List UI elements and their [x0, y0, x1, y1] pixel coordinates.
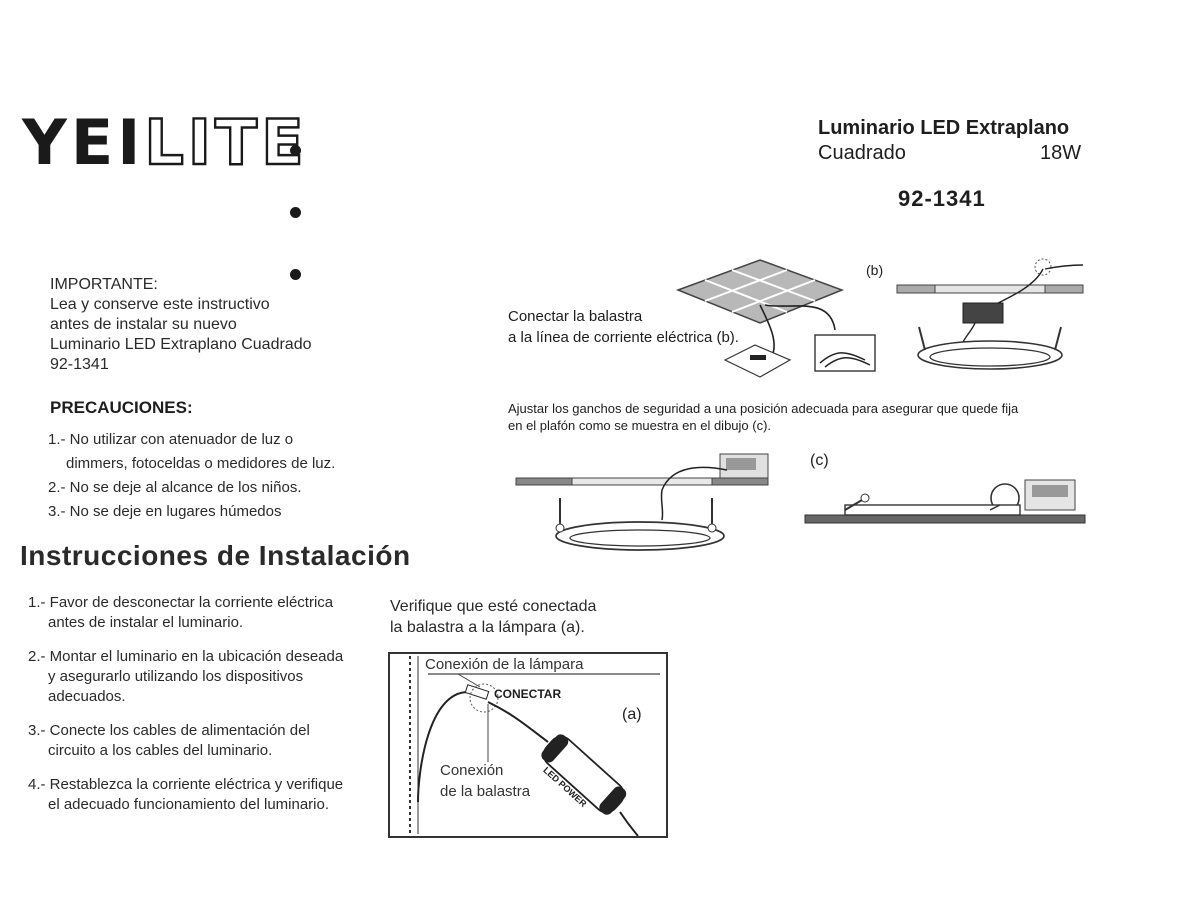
step-b-text: Conectar la balastra a la línea de corri… — [508, 306, 739, 348]
product-name: Luminario LED Extraplano — [818, 117, 1070, 139]
step-c-line: en el plafón como se muestra en el dibuj… — [508, 418, 772, 433]
ballast-connection-line: Conexión — [440, 762, 504, 779]
instruction-line: circuito a los cables del luminario. — [48, 742, 273, 759]
ceiling-grid-illustration — [675, 259, 876, 378]
figure-a-label: (a) — [622, 706, 642, 723]
product-wattage: 18W — [1040, 142, 1082, 164]
logo-yei: YEI — [22, 106, 145, 179]
step-c-line: Ajustar los ganchos de seguridad a una p… — [508, 401, 1019, 416]
lamp-connection-label: Conexión de la lámpara — [425, 656, 584, 673]
instructions-list: 1.- Favor de desconectar la corriente el… — [28, 593, 343, 829]
step-c-text: Ajustar los ganchos de seguridad a una p… — [508, 400, 1018, 434]
figure-c-label: (c) — [810, 452, 829, 469]
precaution-item: 2.- No se deje al alcance de los niños. — [48, 479, 302, 496]
step-b-line: a la línea de corriente eléctrica (b). — [508, 329, 739, 346]
instruction-line: antes de instalar el luminario. — [48, 614, 244, 631]
logo-dots-icon — [290, 104, 310, 290]
precautions-title: PRECAUCIONES: — [50, 398, 193, 417]
instruction-item: 3.- Conecte los cables de alimentación d… — [28, 721, 343, 761]
precaution-item: 1.- No utilizar con atenuador de luz o — [48, 431, 294, 448]
figure-b-label: (b) — [866, 262, 884, 278]
instruction-line: adecuados. — [48, 688, 126, 705]
instruction-line: 3.- Conecte los cables de alimentación d… — [28, 722, 310, 739]
instruction-line: 1.- Favor de desconectar la corriente el… — [28, 594, 334, 611]
product-code: 92-1341 — [898, 186, 986, 211]
precaution-item-cont: dimmers, fotoceldas o medidores de luz. — [66, 455, 336, 472]
important-line: 92-1341 — [50, 356, 109, 373]
figure-a-frame — [388, 652, 668, 838]
important-line: Luminario LED Extraplano Cuadrado — [50, 336, 312, 353]
important-line: IMPORTANTE: — [50, 276, 158, 293]
connect-label: CONECTAR — [494, 687, 562, 701]
ballast-connection-illustration — [409, 656, 660, 837]
step-b-line: Conectar la balastra — [508, 308, 643, 325]
instruction-line: y asegurarlo utilizando los dispositivos — [48, 668, 304, 685]
instruction-line: el adecuado funcionamiento del luminario… — [48, 796, 330, 813]
important-line: Lea y conserve este instructivo — [50, 296, 270, 313]
ballast-luminaire-illustration — [896, 258, 1084, 370]
step-a-line: la balastra a la lámpara (a). — [390, 619, 585, 636]
important-line: antes de instalar su nuevo — [50, 316, 237, 333]
step-a-text: Verifique que esté conectada la balastra… — [390, 596, 596, 638]
precautions-list: 1.- No utilizar con atenuador de luz o d… — [48, 428, 335, 524]
important-notice: IMPORTANTE: Lea y conserve este instruct… — [50, 275, 311, 375]
instruction-line: 2.- Montar el luminario en la ubicación … — [28, 648, 344, 665]
product-shape: Cuadrado — [818, 142, 906, 164]
mounted-luminaire-illustration — [515, 453, 769, 551]
side-view-luminaire-illustration — [804, 479, 1086, 524]
precaution-item: 3.- No se deje en lugares húmedos — [48, 503, 282, 520]
instruction-item: 4.- Restablezca la corriente eléctrica y… — [28, 775, 343, 815]
instruction-line: 4.- Restablezca la corriente eléctrica y… — [28, 776, 344, 793]
step-a-line: Verifique que esté conectada — [390, 598, 597, 615]
ballast-connection-label: Conexión de la balastra — [440, 760, 530, 802]
logo-lite: LITE — [143, 106, 308, 179]
instructions-title: Instrucciones de Instalación — [20, 540, 411, 571]
instruction-item: 1.- Favor de desconectar la corriente el… — [28, 593, 343, 633]
brand-logo: YEILITE — [22, 110, 308, 280]
ballast-connection-line: de la balastra — [440, 783, 531, 800]
instruction-item: 2.- Montar el luminario en la ubicación … — [28, 647, 343, 707]
